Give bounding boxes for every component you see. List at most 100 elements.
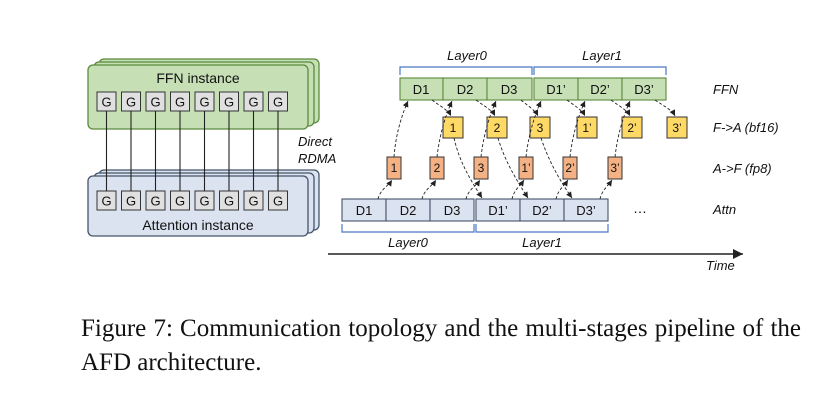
bottom-layer0-label: Layer0 [388, 235, 429, 250]
top-brace-layer1 [533, 66, 667, 75]
f2a-block-4-label: 1’ [582, 121, 591, 135]
a2f-row-label: A->F (fp8) [712, 161, 772, 176]
ffn-gpu-7-label: G [248, 95, 258, 110]
attn-row-label: Attn [712, 202, 736, 217]
f2a-block-5: 2’ [621, 116, 643, 139]
arrow-a2f4-to-ffn4 [525, 100, 542, 158]
a2f-block-2: 2 [429, 156, 445, 180]
ffn-block-5: D2’ [577, 77, 623, 101]
f2a-block-6: 3’ [666, 116, 688, 139]
arrow-a2f6-to-ffn6 [614, 100, 631, 158]
ffn-gpu-5-label: G [199, 95, 209, 110]
f2a-row: 1 2 3 1’ 2’ 3’ [442, 116, 688, 139]
ffn-block-5-label: D2’ [590, 82, 610, 97]
arrow-a2f5-to-ffn5 [569, 100, 586, 158]
f2a-block-2: 2 [486, 116, 508, 139]
a2f-row: 1 2 3 1’ 2’ 3’ [386, 156, 623, 180]
attention-gpu-1-label: G [101, 194, 111, 209]
attention-gpu-6-label: G [224, 194, 234, 209]
attn-block-6-label: D3’ [576, 203, 596, 218]
arrow-a2f2-to-ffn2 [436, 100, 453, 158]
f2a-block-1: 1 [442, 116, 464, 139]
a2f-block-6: 3’ [607, 156, 623, 180]
f2a-block-6-label: 3’ [672, 121, 681, 135]
arrow-ffn2-to-f2a2 [475, 99, 496, 117]
a2f-block-5-label: 2’ [565, 161, 574, 175]
bottom-layer1-label: Layer1 [522, 235, 562, 250]
arrow-f2a1-to-attn4 [453, 137, 483, 199]
ffn-gpu-4-label: G [175, 95, 185, 110]
ffn-row-label: FFN [713, 82, 739, 97]
ffn-block-1-label: D1 [413, 82, 430, 97]
attn-ellipsis: … [633, 200, 647, 216]
arrow-f2a2-to-attn5 [497, 137, 529, 199]
f2a-block-4: 1’ [576, 116, 598, 139]
f2a-row-label: F->A (bf16) [713, 120, 779, 135]
ffn-block-4-label: D1’ [546, 82, 566, 97]
arrow-attn2-to-a2f2 [421, 179, 437, 200]
f2a-block-5-label: 2’ [627, 121, 636, 135]
top-layer-braces: Layer0 Layer1 [399, 48, 667, 75]
ffn-gpu-2-label: G [126, 95, 136, 110]
attn-block-5-label: D2’ [532, 203, 552, 218]
f2a-block-1-label: 1 [450, 121, 457, 135]
ffn-row: D1 D2 D3 D1’ D2’ D3’ [399, 77, 667, 101]
attn-block-1-label: D1 [356, 203, 373, 218]
attn-block-3-label: D3 [444, 203, 461, 218]
a2f-block-1: 1 [386, 156, 402, 180]
arrow-f2a3-to-attn6 [540, 137, 573, 199]
arrow-ffn4-to-f2a4 [566, 99, 586, 117]
ffn-block-4: D1’ [533, 77, 579, 101]
ffn-gpu-8-label: G [273, 95, 283, 110]
ffn-block-3: D3 [486, 77, 533, 101]
top-layer0-label: Layer0 [447, 48, 488, 63]
ffn-block-1: D1 [399, 77, 444, 101]
arrow-attn4-to-a2f4 [511, 179, 525, 200]
f2a-block-2-label: 2 [494, 121, 501, 135]
arrow-attn3-to-a2f3 [465, 179, 481, 200]
arrow-attn1-to-a2f1 [377, 179, 393, 200]
attn-block-2-label: D2 [400, 203, 417, 218]
attention-gpu-8-label: G [273, 194, 283, 209]
rdma-links [105, 111, 279, 191]
f2a-block-3-label: 3 [537, 121, 544, 135]
ffn-gpu-1-label: G [101, 95, 111, 110]
ffn-gpu-6-label: G [224, 95, 234, 110]
arrow-a2f3-to-ffn3 [480, 100, 497, 158]
attn-block-5: D2’ [519, 198, 565, 222]
a2f-block-1-label: 1 [391, 161, 398, 175]
a2f-block-3: 3 [473, 156, 489, 180]
attn-block-4: D1’ [475, 198, 521, 222]
attention-gpu-5-label: G [199, 194, 209, 209]
figure-caption: Figure 7: Communication topology and the… [81, 315, 801, 376]
f2a-block-3: 3 [529, 116, 551, 139]
attn-block-3: D3 [429, 198, 475, 222]
ffn-block-6: D3’ [621, 77, 667, 101]
arrow-ffn6-to-f2a6 [654, 99, 676, 117]
time-label: Time [706, 258, 735, 273]
a2f-block-3-label: 3 [478, 161, 485, 175]
a2f-block-6-label: 3’ [610, 161, 619, 175]
attention-gpu-7-label: G [248, 194, 258, 209]
arrow-ffn1-to-f2a1 [431, 99, 452, 117]
attn-block-6: D3’ [563, 198, 609, 222]
arrow-a2f1-to-ffn1 [393, 100, 409, 158]
ffn-block-2-label: D2 [457, 82, 474, 97]
attention-gpu-3-label: G [150, 194, 160, 209]
attn-row: D1 D2 D3 D1’ D2’ D3’ … [341, 198, 647, 222]
a2f-block-4: 1’ [518, 156, 534, 180]
ffn-block-6-label: D3’ [634, 82, 654, 97]
rdma-label-line1: Direct [298, 134, 333, 149]
a2f-block-2-label: 2 [434, 161, 441, 175]
top-brace-layer0 [399, 66, 533, 75]
bottom-layer-braces: Layer0 Layer1 [341, 224, 609, 250]
a2f-block-5: 2’ [562, 156, 578, 180]
bottom-brace-layer1 [475, 224, 609, 233]
arrow-attn6-to-a2f6 [599, 179, 613, 200]
dependency-arrows [377, 99, 676, 200]
